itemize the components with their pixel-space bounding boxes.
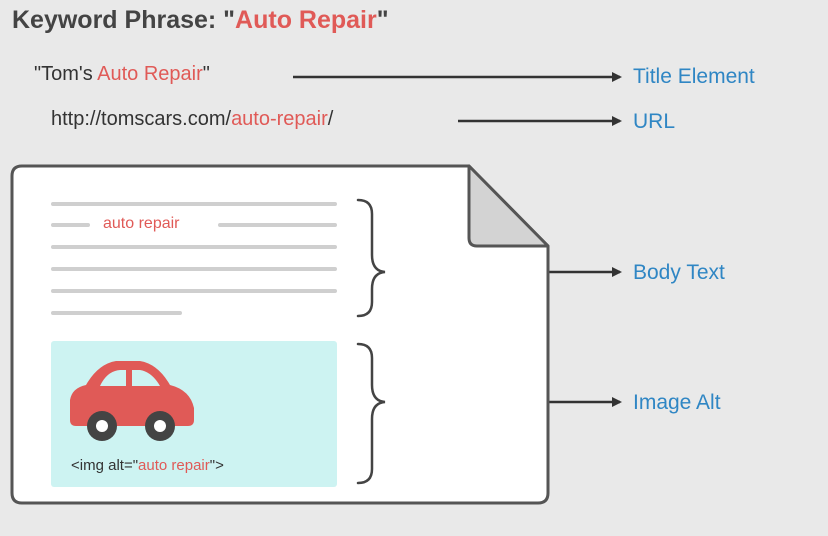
title-example: "Tom's Auto Repair"	[34, 63, 210, 86]
body-brace-icon	[356, 198, 386, 318]
title-keyword: Auto Repair	[97, 63, 203, 85]
heading-suffix: "	[376, 6, 389, 34]
title-suffix: "	[202, 63, 210, 85]
alt-suffix: ">	[209, 457, 224, 474]
url-keyword: auto-repair	[231, 108, 328, 130]
label-url: URL	[633, 110, 676, 133]
image-alt-code: <img alt="auto repair">	[71, 457, 224, 474]
alt-prefix: <img alt="	[71, 457, 139, 474]
url-suffix: /	[327, 108, 334, 130]
label-title-element: Title Element	[633, 65, 755, 88]
label-body-text: Body Text	[633, 261, 725, 284]
title-prefix: "Tom's	[34, 63, 98, 85]
body-text-lines	[51, 202, 337, 315]
keyword-phrase-heading: Keyword Phrase: "Auto Repair"	[12, 6, 389, 35]
heading-keyword: Auto Repair	[235, 6, 377, 34]
alt-keyword: auto repair	[138, 457, 210, 474]
car-icon	[70, 361, 194, 441]
image-brace-icon	[356, 342, 386, 485]
heading-prefix: Keyword Phrase: "	[12, 6, 236, 34]
url-prefix: http://tomscars.com/	[51, 108, 232, 130]
body-keyword: auto repair	[97, 215, 186, 233]
label-image-alt: Image Alt	[633, 391, 721, 414]
url-example: http://tomscars.com/auto-repair/	[51, 108, 333, 131]
folded-corner	[467, 164, 550, 248]
